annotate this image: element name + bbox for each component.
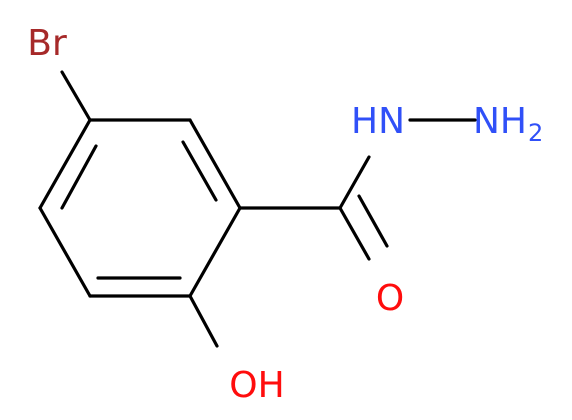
amine-symbol: NH [473, 101, 527, 142]
bromine-label: Br [27, 23, 67, 64]
bond-c4-o [188, 294, 219, 348]
bond-c5-c6 [38, 206, 92, 298]
bond-inner-c2-c3 [181, 140, 218, 202]
bond-c1-br [60, 70, 92, 122]
bond-c2-c3 [188, 118, 242, 210]
bond-carbonyl-o-1 [338, 206, 371, 261]
bond-carbonyl-o-2 [357, 194, 389, 248]
amine-subscript: 2 [528, 119, 543, 147]
carbonyl-oxygen-label: O [376, 278, 404, 319]
bond-carbonyl-nh [338, 155, 371, 210]
amine-label: NH 2 [473, 101, 543, 147]
bond-c3-c4 [188, 206, 242, 298]
bond-inner-c6-c1 [60, 144, 98, 210]
bond-c6-c1 [38, 118, 92, 210]
hydroxyl-label: OH [229, 365, 284, 406]
hydrazide-nh-label: HN [351, 101, 405, 142]
